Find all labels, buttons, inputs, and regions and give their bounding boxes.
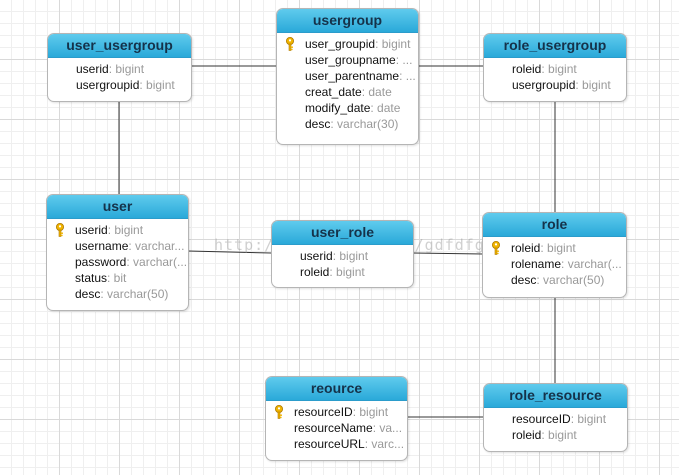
field-type: : bigint <box>570 412 607 426</box>
field-name: user_groupid <box>305 37 376 51</box>
field-type: : date <box>370 101 401 115</box>
field-type: : bit <box>107 271 127 285</box>
entity-title: role <box>483 213 626 237</box>
field-row: roleid: bigint <box>484 61 626 77</box>
primary-key-icon <box>275 405 283 419</box>
field-name: userid <box>300 249 333 263</box>
primary-key-icon <box>56 223 64 237</box>
entity-title: usergroup <box>277 9 418 33</box>
entity-title: role_usergroup <box>484 34 626 58</box>
entity-reource[interactable]: reource resourceID: bigint resourceName:… <box>265 376 408 461</box>
field-name: password <box>75 255 127 269</box>
field-name: roleid <box>512 428 542 442</box>
field-type: : bigint <box>575 78 611 92</box>
field-name: rolename <box>511 257 562 271</box>
primary-key-icon <box>492 241 500 255</box>
field-name: modify_date <box>305 101 371 115</box>
entity-title: role_resource <box>484 384 627 408</box>
field-type: : bigint <box>108 62 145 76</box>
entity-title: user <box>47 195 188 219</box>
field-name: desc <box>75 287 101 301</box>
field-type: : varchar(30) <box>330 117 399 131</box>
field-row: rolename: varchar(... <box>483 256 626 272</box>
field-type: : va... <box>372 421 403 435</box>
field-type: : varchar(... <box>126 255 188 269</box>
field-row: roleid: bigint <box>484 427 627 443</box>
field-name: creat_date <box>305 85 362 99</box>
field-type: : bigint <box>139 78 175 92</box>
field-row: user_groupname: ... <box>277 52 418 68</box>
field-row: status: bit <box>47 270 188 286</box>
entity-user[interactable]: user userid: bigint username: varchar...… <box>46 194 189 311</box>
field-name: resourceName <box>294 421 373 435</box>
entity-usergroup[interactable]: usergroup user_groupid: bigint user_grou… <box>276 8 419 145</box>
field-name: resourceURL <box>294 437 365 451</box>
field-row: resourceURL: varc... <box>266 436 407 452</box>
field-row: userid: bigint <box>47 222 188 238</box>
field-name: status <box>75 271 108 285</box>
field-name: roleid <box>300 265 330 279</box>
field-name: user_groupname <box>305 53 396 67</box>
entity-title: user_role <box>272 221 413 245</box>
field-row: resourceID: bigint <box>484 411 627 427</box>
field-type: : bigint <box>375 37 411 51</box>
entity-user-usergroup[interactable]: user_usergroup userid: bigint usergroupi… <box>47 33 192 102</box>
field-type: : varchar(50) <box>100 287 169 301</box>
field-name: roleid <box>512 62 542 76</box>
entity-user-role[interactable]: user_role userid: bigint roleid: bigint <box>271 220 414 288</box>
field-row: roleid: bigint <box>483 240 626 256</box>
field-row: usergroupid: bigint <box>48 77 191 93</box>
field-row: roleid: bigint <box>272 264 413 280</box>
entity-role-resource[interactable]: role_resource resourceID: bigint roleid:… <box>483 383 628 452</box>
entity-title: reource <box>266 377 407 401</box>
field-name: usergroupid <box>76 78 140 92</box>
entity-role[interactable]: role roleid: bigint rolename: varchar(..… <box>482 212 627 298</box>
link-user_role-role <box>412 252 484 255</box>
field-row: password: varchar(... <box>47 254 188 270</box>
field-row: desc: varchar(30) <box>277 116 418 132</box>
field-type: : ... <box>399 69 416 83</box>
field-name: resourceID <box>294 405 353 419</box>
entity-role-usergroup[interactable]: role_usergroup roleid: bigint usergroupi… <box>483 33 627 102</box>
field-row: userid: bigint <box>272 248 413 264</box>
field-type: : bigint <box>107 223 144 237</box>
field-type: : bigint <box>332 249 369 263</box>
field-name: resourceID <box>512 412 571 426</box>
entity-title: user_usergroup <box>48 34 191 58</box>
field-type: : varchar(50) <box>536 273 605 287</box>
field-row: resourceID: bigint <box>266 404 407 420</box>
field-row: user_parentname: ... <box>277 68 418 84</box>
field-type: : varchar(... <box>561 257 622 271</box>
primary-key-icon <box>286 37 294 51</box>
field-type: : varc... <box>364 437 405 451</box>
field-name: userid <box>76 62 109 76</box>
field-name: desc <box>511 273 537 287</box>
field-type: : ... <box>395 53 413 67</box>
field-row: desc: varchar(50) <box>47 286 188 302</box>
link-user-user_role <box>187 250 272 254</box>
field-row: username: varchar... <box>47 238 188 254</box>
field-type: : date <box>361 85 392 99</box>
field-type: : bigint <box>541 62 577 76</box>
field-type: : bigint <box>541 428 577 442</box>
field-row: resourceName: va... <box>266 420 407 436</box>
field-row: usergroupid: bigint <box>484 77 626 93</box>
field-name: userid <box>75 223 108 237</box>
field-name: username <box>75 239 129 253</box>
field-type: : bigint <box>540 241 576 255</box>
field-type: : bigint <box>329 265 365 279</box>
field-row: user_groupid: bigint <box>277 36 418 52</box>
field-name: usergroupid <box>512 78 576 92</box>
field-row: creat_date: date <box>277 84 418 100</box>
field-name: roleid <box>511 241 541 255</box>
field-row: userid: bigint <box>48 61 191 77</box>
field-name: user_parentname <box>305 69 400 83</box>
field-name: desc <box>305 117 331 131</box>
field-type: : varchar... <box>128 239 185 253</box>
field-row: modify_date: date <box>277 100 418 116</box>
field-type: : bigint <box>352 405 389 419</box>
field-row: desc: varchar(50) <box>483 272 626 288</box>
